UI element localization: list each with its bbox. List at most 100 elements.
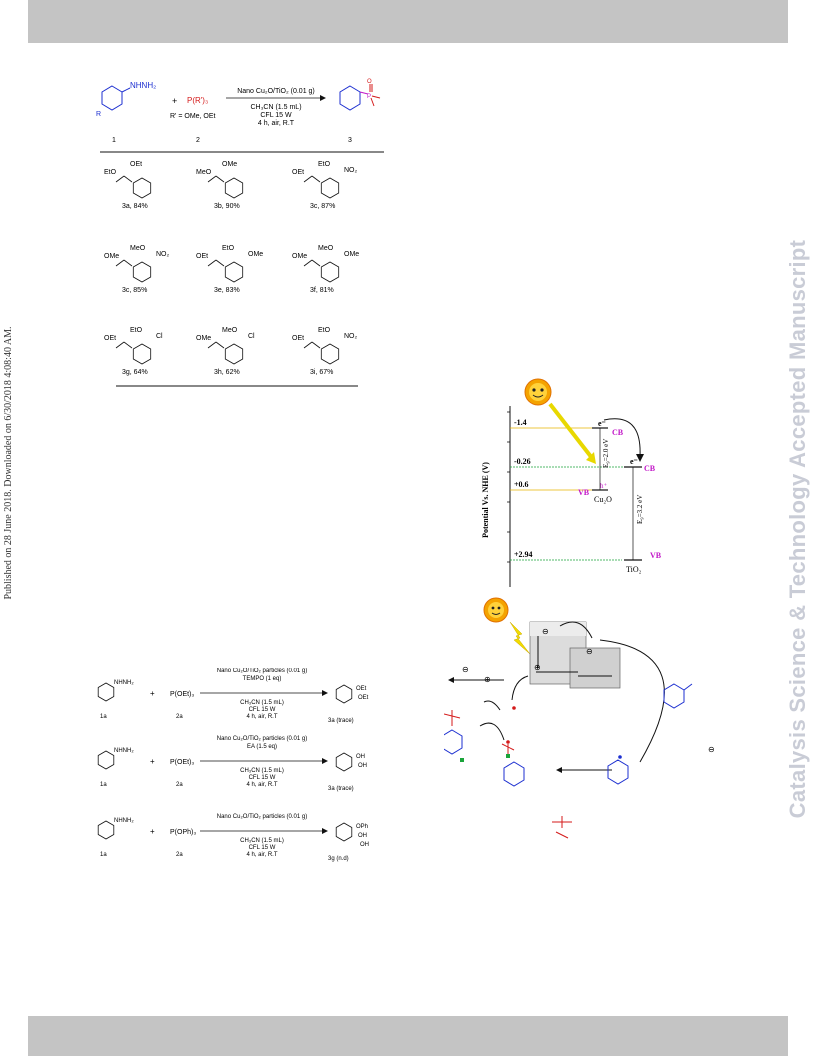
cu2o-label: Cu₂O: [594, 495, 612, 504]
condition-above: EA (1.5 eq): [247, 744, 277, 750]
plus-1: ⊕: [534, 663, 541, 672]
product-yield-label: 3c, 85%: [122, 287, 147, 294]
lightning-icon: [509, 621, 531, 655]
product-substituent: OPh: [356, 824, 368, 830]
reactant2-number: 2a: [176, 852, 183, 858]
product-result: 3a (trace): [328, 718, 354, 724]
plus-sign: +: [172, 96, 177, 106]
condition-below: 4 h, air, R.T: [246, 782, 277, 788]
substituent-label: MeO: [130, 245, 146, 252]
substituent-label: OMe: [292, 253, 307, 260]
substituent-label: OMe: [344, 251, 359, 258]
substituent-label: MeO: [222, 327, 238, 334]
eg-tio2: E₉=3.2 eV: [636, 495, 644, 524]
reagent-label: P(OPh)₃: [170, 829, 196, 836]
e-minus-1: e⁻: [598, 419, 606, 428]
footer-bar: [28, 1016, 788, 1056]
rprime-definition: R' = OMe, OEt: [170, 113, 216, 120]
product-result: 3g (n.d): [328, 856, 349, 862]
substituent-label: OMe: [248, 251, 263, 258]
condition-below: CH₃CN (1.5 mL): [240, 700, 284, 706]
product-yield-label: 3b, 90%: [214, 203, 240, 210]
reactant1-number: 1a: [100, 852, 107, 858]
substituent-label: Cl: [248, 333, 255, 340]
product-yield-label: 3g, 64%: [122, 369, 148, 376]
publication-stamp: Published on 28 June 2018. Downloaded on…: [3, 326, 14, 600]
phosphite-fragments: [444, 710, 572, 839]
num-2: 2: [196, 137, 200, 144]
product-yield-label: 3a, 84%: [122, 203, 148, 210]
reactant-phenylhydrazine: [101, 85, 131, 111]
catalyst-particle: [529, 621, 621, 689]
e-minus-2: e⁻: [630, 457, 638, 466]
axis-ticks: [507, 411, 510, 563]
substituent-label: EtO: [318, 327, 331, 334]
plus-sign: +: [150, 827, 155, 836]
eg-cu2o: E₉=2.0 eV: [602, 439, 610, 468]
plus-sign: +: [150, 689, 155, 698]
level-2: -0.26: [514, 457, 531, 466]
level-3: +0.6: [514, 480, 529, 489]
axis-ylabel: Potential Vs. NHE (V): [481, 462, 490, 538]
minus-2: ⊖: [586, 647, 593, 656]
condition-above: Nano Cu₂O/TiO₂ (0.01 g): [237, 88, 315, 95]
condition-below: CFL 15 W: [249, 775, 276, 781]
product-structure: MeO OMe Cl 3h, 62%: [196, 327, 255, 376]
product-substituent: OH: [356, 754, 365, 760]
condition-2: CFL 15 W: [260, 112, 292, 119]
minus-1: ⊖: [542, 627, 549, 636]
substituent-label: EtO: [104, 169, 117, 176]
condition-above: TEMPO (1 eq): [243, 676, 282, 682]
condition-above: Nano Cu₂O/TiO₂ particles (0.01 g): [217, 814, 307, 820]
sun-icon-2: [483, 597, 509, 623]
header-bar: [28, 0, 788, 43]
condition-below: 4 h, air, R.T: [246, 852, 277, 858]
substituent-label: OMe: [196, 335, 211, 342]
reactant1-label: NHNH₂: [130, 81, 156, 90]
substituent-label: NO₂: [156, 251, 170, 258]
product-yield-label: 3h, 62%: [214, 369, 240, 376]
condition-below: CH₃CN (1.5 mL): [240, 768, 284, 774]
vb-label-1: VB: [578, 488, 590, 497]
substituent-label: NO₂: [344, 333, 358, 340]
reactant2-label: P(R')₃: [187, 96, 208, 105]
reactant1-number: 1a: [100, 782, 107, 788]
substituent-label: OEt: [104, 335, 116, 342]
substituent-label: OEt: [196, 253, 208, 260]
h-plus-1: h⁺: [600, 482, 608, 490]
cb-label-2: CB: [644, 464, 656, 473]
light-arrow: [548, 402, 594, 460]
tio2-label: TiO₂: [626, 565, 642, 574]
scheme-1: NHNH₂ R + P(R')₃ R' = OMe, OEt Nano Cu₂O…: [96, 79, 384, 387]
product-yield-label: 3c, 87%: [310, 203, 335, 210]
product-yield-label: 3f, 81%: [310, 287, 334, 294]
product-structure: MeO OMe NO₂ 3c, 85%: [104, 245, 170, 294]
product-phosphorus: P: [367, 94, 371, 100]
num-3: 3: [348, 137, 352, 144]
product-yield-label: 3i, 67%: [310, 369, 333, 376]
product-result: 3a (trace): [328, 786, 354, 792]
substituent-label: NO₂: [344, 167, 358, 174]
substituent-label: OMe: [104, 253, 119, 260]
electron-transfer-arrow: [603, 418, 641, 457]
substituent-label: OMe: [222, 161, 237, 168]
reagent-label: P(OEt)₃: [170, 759, 194, 766]
vb-label-2: VB: [650, 551, 662, 560]
product-general: [339, 84, 381, 111]
substituent-label: Cl: [156, 333, 163, 340]
minus-4: ⊖: [708, 745, 715, 754]
condition-below: CFL 15 W: [249, 845, 276, 851]
reactant1-number: 1a: [100, 714, 107, 720]
product-oxygen: O: [367, 79, 372, 85]
